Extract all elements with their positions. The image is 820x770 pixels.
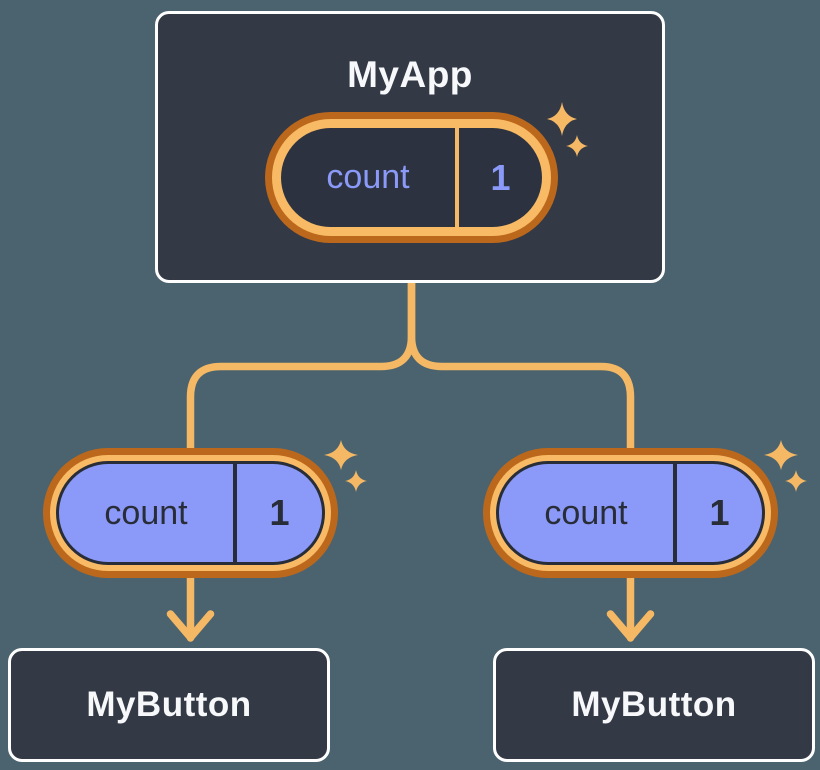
pill-ring-inner: count 1 [490, 455, 771, 571]
pill-ring-outer: count 1 [43, 448, 338, 578]
prop-pill-left: count 1 [43, 448, 338, 578]
arrow-down-icon-right [606, 610, 655, 642]
pill-divider [233, 464, 237, 562]
prop-value: 1 [709, 492, 730, 533]
prop-pill-right: count 1 [483, 448, 778, 578]
state-pill-body: count 1 [281, 128, 542, 227]
pill-divider [455, 128, 459, 227]
state-value: 1 [490, 156, 511, 198]
branch-right-line [407, 274, 635, 642]
prop-pill-body: count 1 [59, 464, 322, 562]
pill-dark-edge: count 1 [496, 461, 765, 565]
prop-value: 1 [269, 492, 290, 533]
pill-ring-outer: count 1 [483, 448, 778, 578]
component-card-mybutton-left: MyButton [8, 648, 330, 762]
pill-dark-edge: count 1 [56, 461, 325, 565]
component-title: MyApp [347, 54, 473, 95]
prop-name: count [544, 493, 628, 532]
pill-ring-inner: count 1 [272, 119, 551, 236]
component-card-mybutton-right: MyButton [493, 648, 815, 762]
state-pill: count 1 [265, 112, 558, 243]
prop-name: count [104, 493, 188, 532]
prop-pill-body: count 1 [499, 464, 762, 562]
pill-divider [673, 464, 677, 562]
component-card-myapp: MyApp count 1 [155, 11, 665, 283]
component-title: MyButton [86, 685, 252, 724]
pill-ring-inner: count 1 [50, 455, 331, 571]
component-title: MyButton [571, 685, 737, 724]
arrow-down-icon-left [166, 610, 215, 642]
state-name: count [326, 158, 410, 196]
pill-ring-outer: count 1 [265, 112, 558, 243]
